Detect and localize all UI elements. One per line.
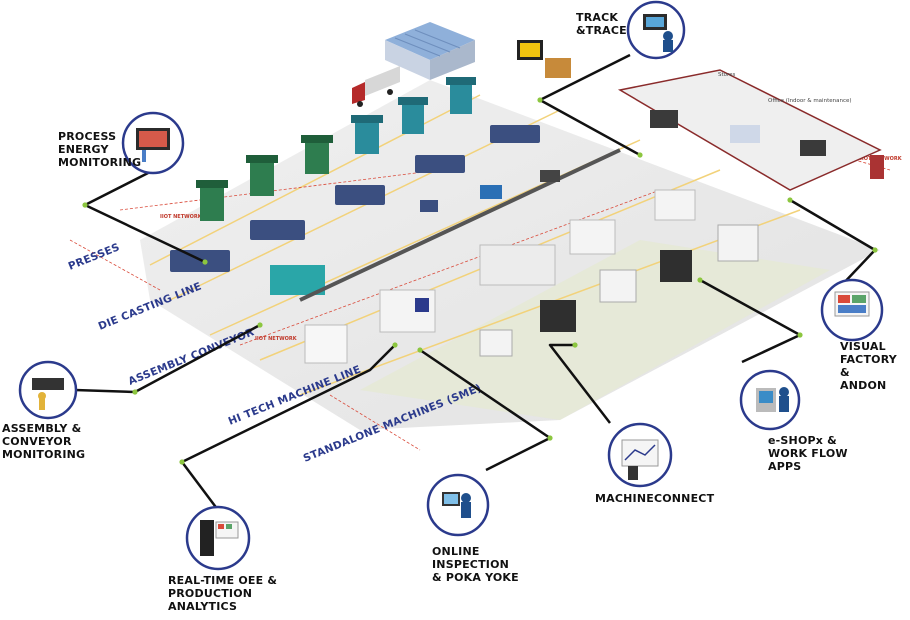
stores-label: Stores	[718, 72, 736, 78]
bubble-online	[426, 473, 490, 537]
bubble-machineconnect	[607, 422, 673, 488]
truck-icon	[352, 66, 400, 107]
press-machine	[246, 155, 278, 196]
standalone-machines	[479, 224, 759, 357]
callout-eshop: e-SHOPx & WORK FLOW APPS	[768, 434, 848, 473]
bubble-oee	[185, 505, 251, 571]
bubble-assembly	[18, 360, 78, 420]
track-board	[517, 40, 571, 78]
zone-presses: PRESSES	[67, 241, 122, 273]
press-machine	[301, 135, 333, 174]
die-casting-row	[170, 125, 540, 272]
bubble-visual	[820, 278, 884, 342]
bubble-eshop	[739, 369, 801, 431]
office-label: Office (Indoor & maintenance)	[768, 98, 852, 104]
zone-assembly-conveyor: ASSEMBLY CONVEYOR	[127, 326, 256, 388]
connector-dots	[82, 97, 878, 465]
wire-machineconnect	[548, 343, 611, 424]
callout-visual-factory: VISUAL FACTORY & ANDON	[840, 340, 897, 392]
press-machine	[196, 180, 228, 221]
callout-track-trace: TRACK &TRACE	[576, 11, 627, 37]
callout-online-inspection: ONLINE INSPECTION & POKA YOKE	[432, 545, 519, 584]
assembly-conveyor	[270, 148, 621, 302]
press-machine	[446, 77, 476, 114]
press-machine	[351, 115, 383, 154]
warehouse-building	[385, 22, 475, 80]
callout-assembly-monitoring: ASSEMBLY & CONVEYOR MONITORING	[2, 422, 86, 461]
office-area	[617, 69, 884, 191]
wire-oee	[180, 344, 396, 511]
callout-oee: REAL-TIME OEE & PRODUCTION ANALYTICS	[168, 574, 278, 613]
standalone-floor	[360, 240, 830, 420]
hi-tech-machine-line	[304, 189, 696, 364]
network-label: IIOT NETWORK	[160, 214, 203, 220]
presses-row	[196, 77, 476, 221]
press-machine	[398, 97, 428, 134]
callout-process-energy: PROCESS ENERGY MONITORING	[58, 130, 142, 169]
callout-machineconnect: MACHINECONNECT	[595, 492, 715, 505]
bubble-track	[626, 0, 686, 60]
bubble-process	[121, 111, 185, 175]
network-label: IIOT NETWORK	[255, 336, 298, 342]
